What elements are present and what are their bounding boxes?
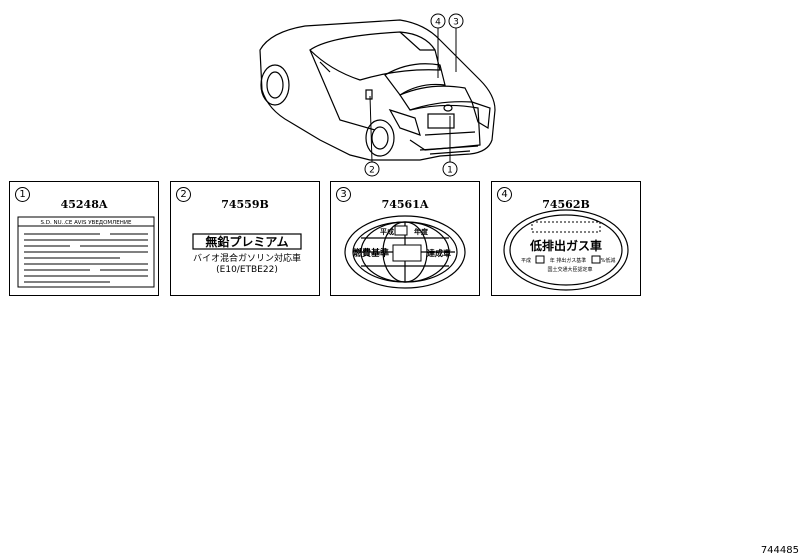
label-line-3: (E10/ETBE22) (216, 265, 278, 275)
callout-2: 2 (364, 161, 380, 177)
svg-text:3: 3 (453, 18, 459, 28)
low-emission-label-drawing: 低排出ガス車 平成 年 排出ガス基準 %低減 国土交通大臣認定車 (503, 209, 629, 291)
label-sub-a: 平成 (521, 257, 531, 264)
label-line-2: バイオ混合ガソリン対応車 (193, 252, 301, 264)
label-heading: S.D. NU..CE AVIS УВЕДОМЛЕНИЕ (40, 220, 132, 226)
part-number: 74559B (221, 198, 269, 211)
figure-code: 744485 (760, 545, 799, 556)
svg-text:4: 4 (435, 18, 441, 28)
svg-text:2: 2 (369, 166, 375, 176)
label-line-1: 無鉛プレミアム (205, 234, 288, 249)
label-top-suffix: 年度 (414, 227, 429, 236)
panel-number: 4 (497, 187, 512, 202)
panel-74562b: 4 74562B 低排出ガス車 平成 年 排出ガス基準 %低減 国土交通大臣認定… (491, 181, 641, 296)
panel-number: 1 (15, 187, 30, 202)
callout-4: 4 (430, 13, 446, 29)
callout-3: 3 (448, 13, 464, 29)
label-top-prefix: 平成 (380, 227, 394, 236)
premium-fuel-label-drawing: 無鉛プレミアム バイオ混合ガソリン対応車 (E10/ETBE22) (192, 233, 302, 275)
car-rear-view-illustration: 4 3 2 1 (259, 13, 496, 177)
label-right: 達成車 (427, 248, 451, 258)
panel-number: 2 (176, 187, 191, 202)
fuel-economy-label-drawing: 平成 年度 燃費基準 達成車 (344, 215, 466, 289)
label-agency: 国土交通大臣認定車 (547, 266, 592, 273)
panel-number: 3 (336, 187, 351, 202)
panel-45248a: 1 45248A S.D. NU..CE AVIS УВЕДОМЛЕНИЕ (9, 181, 159, 296)
label-sub-b: 年 排出ガス基準 (550, 257, 587, 264)
callout-1: 1 (442, 161, 458, 177)
label-left: 燃費基準 (353, 247, 389, 259)
part-number: 74562B (542, 198, 590, 211)
svg-text:1: 1 (447, 166, 453, 176)
panel-74561a: 3 74561A 平成 年度 燃費基準 達成車 (330, 181, 480, 296)
part-number: 45248A (60, 198, 108, 211)
label-main: 低排出ガス車 (529, 238, 602, 253)
caution-label-drawing: S.D. NU..CE AVIS УВЕДОМЛЕНИЕ (17, 216, 155, 288)
panel-74559b: 2 74559B 無鉛プレミアム バイオ混合ガソリン対応車 (E10/ETBE2… (170, 181, 320, 296)
part-number: 74561A (381, 198, 429, 211)
label-sub-c: %低減 (601, 257, 616, 264)
